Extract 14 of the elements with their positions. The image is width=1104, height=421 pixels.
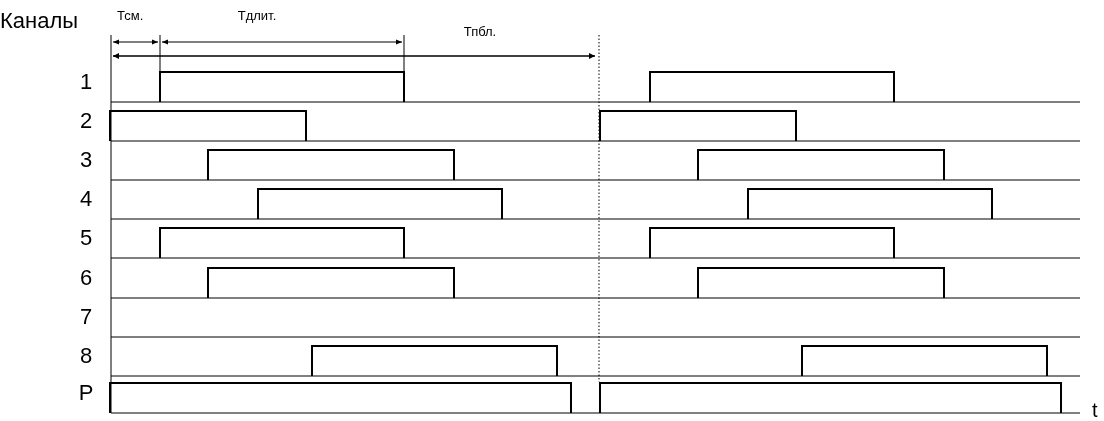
channel-label: 6 [79, 267, 93, 289]
channel-label: 8 [79, 345, 93, 367]
dimension-label: Тдлит. [237, 9, 277, 22]
channel-label: 7 [79, 306, 93, 328]
dimension-label: Тсм. [117, 9, 144, 22]
channel-label: 2 [79, 110, 93, 132]
channel-label: 5 [79, 227, 93, 249]
axis-title: Каналы [0, 10, 79, 32]
channel-label: 3 [79, 149, 93, 171]
dimension-label: Тпбл. [463, 25, 497, 38]
channel-label: P [78, 382, 94, 404]
axis-label: t [1092, 400, 1098, 420]
channel-label: 1 [79, 71, 93, 93]
channel-label: 4 [79, 188, 93, 210]
